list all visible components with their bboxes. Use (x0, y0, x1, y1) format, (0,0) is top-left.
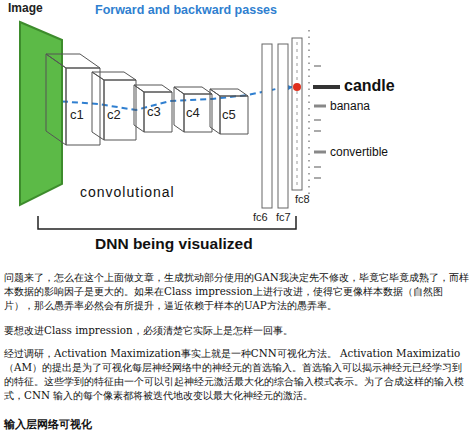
box-side (46, 54, 66, 145)
conv-layer: c4 (174, 87, 212, 132)
box-front (220, 96, 248, 134)
box-side (92, 72, 104, 140)
layer-label: c3 (147, 105, 161, 120)
class-tick (314, 151, 326, 154)
image-plane (20, 22, 62, 205)
class-tick (314, 105, 326, 108)
layer-label: c2 (107, 108, 121, 123)
layer-label: fc7 (276, 211, 291, 224)
fc-column (262, 44, 272, 208)
box-front (144, 92, 172, 132)
box-front (104, 80, 136, 140)
layer-label: c1 (70, 108, 84, 123)
diagram-caption: DNN being visualized (95, 235, 253, 253)
node-shape (252, 44, 276, 226)
box-side (174, 87, 184, 132)
fc-column (292, 38, 302, 190)
section-heading: 输入层网络可视化 (4, 418, 470, 432)
conv-layer: c3 (134, 85, 172, 132)
class-name: banana (330, 99, 370, 113)
node-shape (92, 72, 136, 140)
unit-dots (297, 42, 298, 186)
class-name: convertible (330, 145, 388, 159)
diagram-title: Forward and backward passes (95, 3, 277, 17)
selected-unit (293, 83, 301, 91)
body-paragraph: 经过调研，Activation Maximization事实上就是一种CNN可视… (4, 346, 470, 402)
input-image: Image (6, 2, 66, 212)
body-paragraph: 要想改进Class impression，必须清楚它实际上是怎样一回事。 (4, 323, 470, 337)
fc-layer: fc7 (276, 44, 294, 226)
output-dots (308, 30, 310, 196)
layer-label: fc8 (295, 193, 310, 206)
fc-layer: fc8 (292, 38, 314, 210)
class-ticks (314, 66, 321, 178)
conv-layer: c5 (210, 89, 248, 134)
fc-layer: fc6 (252, 44, 276, 226)
box-side (210, 89, 220, 134)
node-shape (276, 44, 294, 226)
box-front (184, 94, 212, 132)
conv-layer: c2 (92, 72, 136, 140)
pass-arrow (42, 87, 292, 110)
layer-label: c4 (186, 106, 200, 121)
box-top (46, 54, 100, 68)
group-label: convolutional (80, 184, 175, 200)
node-shape (6, 2, 66, 212)
box-side (134, 85, 144, 132)
body-paragraph: 问题来了，怎么在这个上面做文章，生成扰动部分使用的GAN我决定先不修改，毕竟它毕… (4, 270, 470, 312)
node-shape (292, 38, 314, 210)
image-label: Image (8, 2, 43, 16)
fc-column (278, 44, 288, 208)
class-tick (313, 85, 340, 89)
layer-label: fc6 (253, 211, 268, 224)
layer-label: c5 (222, 108, 236, 123)
class-name: candle (344, 77, 395, 95)
